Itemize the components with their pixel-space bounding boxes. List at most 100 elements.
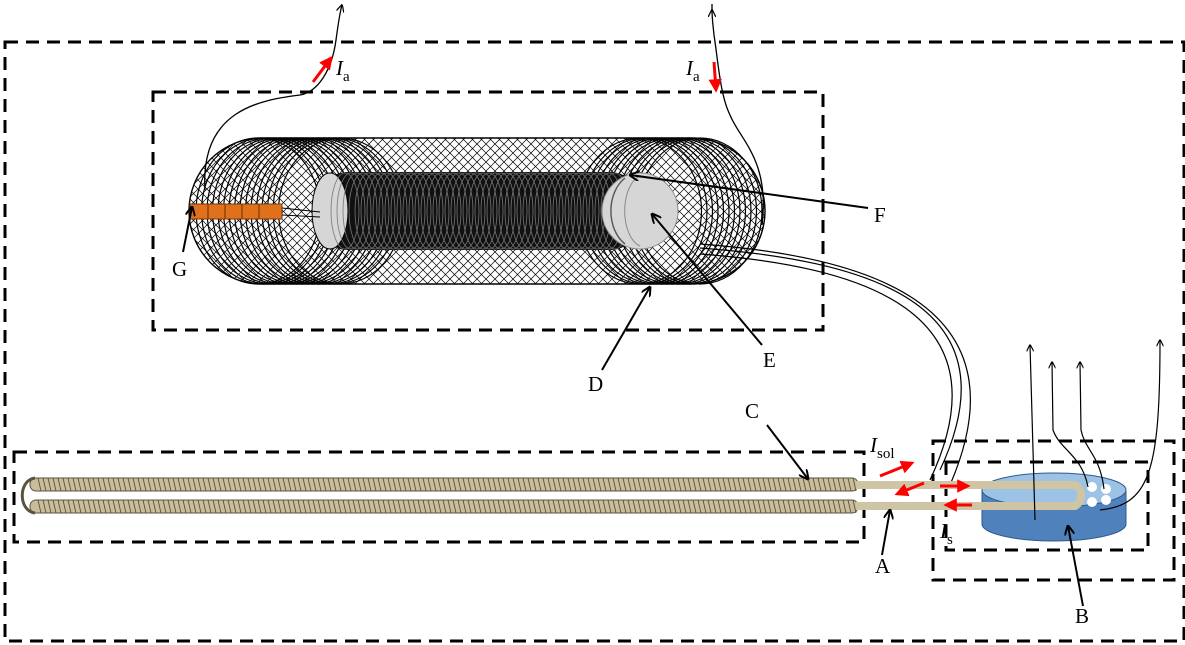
braid-strand [242, 477, 247, 492]
label-F: F [874, 203, 886, 227]
inner-turn [396, 172, 426, 250]
braid-strand [767, 477, 772, 492]
braid-strand [487, 499, 492, 514]
braid-strand [412, 477, 417, 492]
braid-strand [752, 477, 757, 492]
braid-strand [432, 477, 437, 492]
braid-strand [642, 477, 647, 492]
braid-strand [847, 499, 852, 514]
braid-strand [97, 477, 102, 492]
braid-strand [137, 477, 142, 492]
braid-strand [282, 499, 287, 514]
braid-strand [737, 499, 742, 514]
dome-E [601, 172, 679, 250]
braid-strand [517, 477, 522, 492]
braid-strand [852, 499, 857, 514]
lead-left [204, 5, 342, 191]
braid-strand [727, 499, 732, 514]
braid-strand [482, 477, 487, 492]
braid-strand [762, 499, 767, 514]
pointer-G [182, 207, 192, 253]
is-subscript: s [947, 532, 953, 548]
braid-strand [242, 499, 247, 514]
braid-strand [182, 477, 187, 492]
braid-strand [237, 477, 242, 492]
label-D: D [588, 372, 603, 396]
braid-strand [552, 477, 557, 492]
braid-strand [842, 477, 847, 492]
braid-strand [207, 499, 212, 514]
braid-strand [742, 499, 747, 514]
inner-turn [546, 172, 576, 250]
braid-strand [832, 477, 837, 492]
braid-strand [107, 477, 112, 492]
braid-strand [312, 477, 317, 492]
braid-strand [812, 477, 817, 492]
inner-turn [348, 172, 378, 250]
braid-strand [382, 499, 387, 514]
braid-strand [132, 499, 137, 514]
braid-strand [352, 499, 357, 514]
braid-strand [837, 499, 842, 514]
braid-strand [787, 499, 792, 514]
braid-strand [62, 477, 67, 492]
braid-strand [277, 499, 282, 514]
braid-strand [197, 499, 202, 514]
braid-strand [757, 477, 762, 492]
braid-strand [407, 477, 412, 492]
braid-strand [37, 477, 42, 492]
inner-turn [384, 172, 414, 250]
braid-strand [47, 477, 52, 492]
braid-strand [612, 477, 617, 492]
inner-turn [366, 172, 396, 250]
braid-strand [192, 477, 197, 492]
braid-strand [287, 499, 292, 514]
braid-strand [122, 477, 127, 492]
inner-turn [480, 172, 510, 250]
braid-strand [257, 499, 262, 514]
braid-strand [387, 499, 392, 514]
braid-strand [357, 477, 362, 492]
braid-strand [672, 477, 677, 492]
braid-strand [132, 477, 137, 492]
braid-strand [627, 477, 632, 492]
braid-strand [572, 477, 577, 492]
braid-strand [37, 499, 42, 514]
braid-strand [687, 477, 692, 492]
braid-strand [487, 477, 492, 492]
braid-strand [512, 499, 517, 514]
inner-coil-F [311, 172, 640, 250]
braid-strand [162, 499, 167, 514]
braid-strand [367, 477, 372, 492]
braid-strand [52, 477, 57, 492]
braid-strand [357, 499, 362, 514]
braid-strand [662, 477, 667, 492]
braid-strand [447, 477, 452, 492]
braid-strand [622, 477, 627, 492]
braid-strand [737, 477, 742, 492]
braid-strand [337, 477, 342, 492]
braid-strand [312, 499, 317, 514]
braid-strand [362, 499, 367, 514]
inner-turn [450, 172, 480, 250]
braid-strand [292, 499, 297, 514]
braid-strand [542, 499, 547, 514]
braid-strand [472, 477, 477, 492]
braid-strand [392, 499, 397, 514]
inner-turn [492, 172, 522, 250]
braid-strand [492, 499, 497, 514]
braid-strand [462, 477, 467, 492]
braid-strand [147, 477, 152, 492]
inner-turn [408, 172, 438, 250]
label-ia-right: Ia [685, 56, 700, 85]
cable-enclosure [12, 450, 866, 544]
inner-turn [552, 172, 582, 250]
braid-strand [172, 477, 177, 492]
ia-right-subscript: a [693, 69, 700, 85]
braid-strand [512, 477, 517, 492]
braid-strand [472, 499, 477, 514]
braid-strand [732, 499, 737, 514]
braid-strand [72, 477, 77, 492]
braid-strand [542, 477, 547, 492]
inner-turn [504, 172, 534, 250]
